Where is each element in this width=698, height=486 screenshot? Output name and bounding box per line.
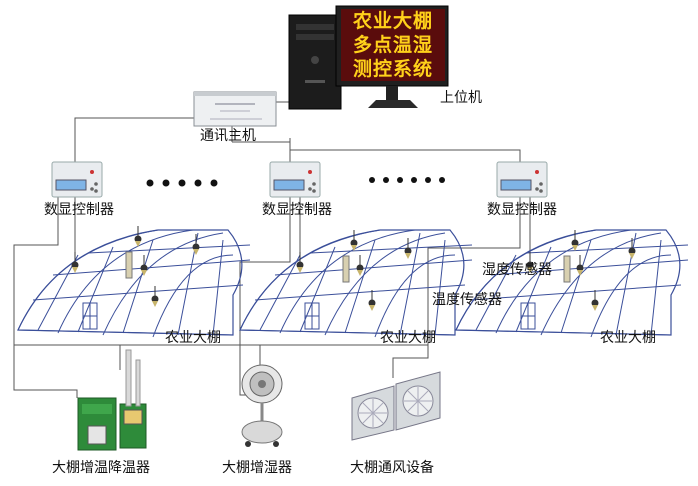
- sensor-icon: [71, 225, 200, 308]
- comm-host-icon: [193, 91, 277, 127]
- system-title-line-3: 测控系统: [352, 58, 433, 80]
- controller-2-label: 数显控制器: [262, 202, 332, 218]
- wiring: [13, 95, 531, 398]
- upper-computer-label: 上位机: [440, 90, 482, 106]
- controller-3-label: 数显控制器: [487, 202, 557, 218]
- humidifier-label: 大棚增湿器: [222, 460, 292, 476]
- greenhouse-3-structure: [455, 229, 689, 338]
- controller-1-label: 数显控制器: [44, 202, 114, 218]
- pc-tower-icon: [288, 14, 342, 110]
- controller-icon: [51, 161, 103, 198]
- humidity-sensor-label: 湿度传感器: [482, 262, 552, 278]
- ellipsis-dots: [146, 177, 445, 187]
- temperature-sensor-label: 温度传感器: [432, 292, 502, 308]
- controller-icon: [269, 161, 321, 198]
- ventilation-label: 大棚通风设备: [350, 460, 434, 476]
- exhaust-fan-icon: [351, 371, 441, 441]
- system-title-line-1: 农业大棚: [352, 10, 433, 32]
- greenhouse-2-label: 农业大棚: [380, 330, 436, 346]
- comm-host-label: 通讯主机: [200, 128, 256, 144]
- greenhouse-3-label: 农业大棚: [600, 330, 656, 346]
- heater-icon: [77, 349, 147, 451]
- humidifier-icon: [241, 364, 283, 447]
- sensor-icon: [526, 229, 636, 312]
- controller-icon: [496, 161, 548, 198]
- heater-label: 大棚增温降温器: [52, 460, 150, 476]
- greenhouse-1-label: 农业大棚: [165, 330, 221, 346]
- sensor-icon: [296, 229, 412, 312]
- system-title-line-2: 多点温湿: [352, 34, 433, 56]
- monitor-icon: [335, 5, 449, 108]
- greenhouse-1-structure: [17, 229, 251, 338]
